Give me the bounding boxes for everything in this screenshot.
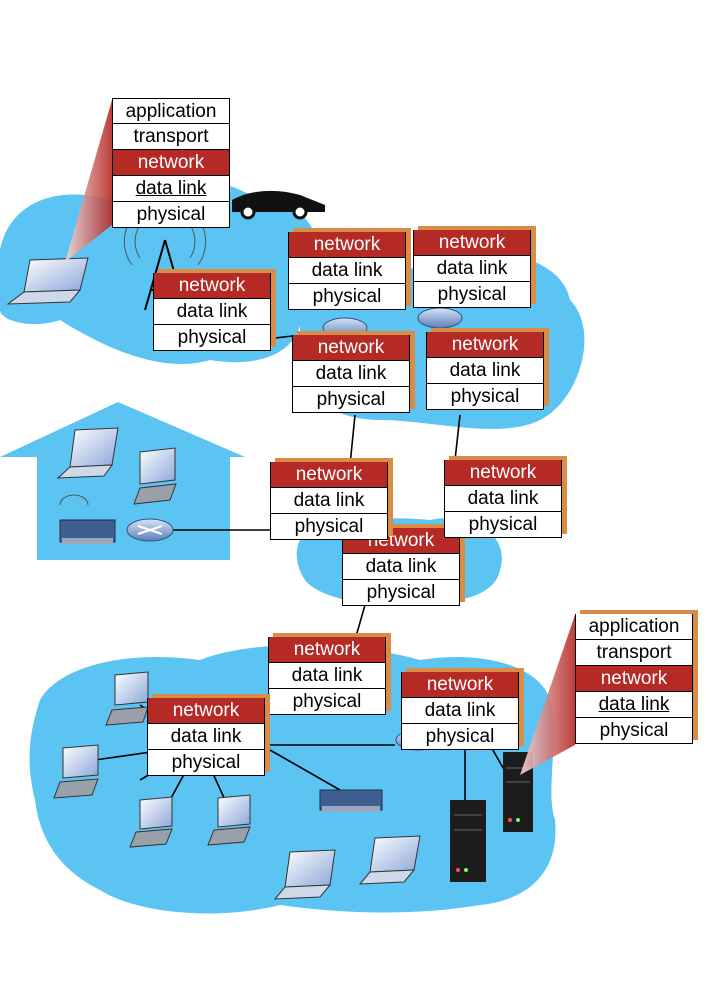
layer-network: network (288, 232, 406, 258)
router-stack-enterprise-right: network data link physical (401, 668, 524, 750)
layer-data-link: data link (112, 176, 230, 202)
laptop-icon (56, 427, 119, 479)
server-icon (450, 800, 486, 882)
layer-physical: physical (444, 512, 562, 538)
layer-network: network (413, 230, 531, 256)
desktop-icon (53, 744, 99, 799)
layer-network: network (147, 698, 265, 724)
laptop-icon (273, 849, 336, 900)
layer-data-link: data link (153, 299, 271, 325)
layer-physical: physical (270, 514, 388, 540)
layer-physical: physical (268, 689, 386, 715)
layer-physical: physical (342, 580, 460, 606)
router-stack-regional-right: network data link physical (444, 456, 567, 538)
layer-physical: physical (153, 325, 271, 351)
layer-network: network (575, 666, 693, 692)
layer-physical: physical (401, 724, 519, 750)
layer-network: network (268, 637, 386, 663)
layer-data-link: data link (401, 698, 519, 724)
desktop-icon (105, 671, 149, 726)
layer-network: network (292, 335, 410, 361)
layer-data-link: data link (268, 663, 386, 689)
router-icon (417, 307, 463, 329)
layer-network: network (426, 332, 544, 358)
layer-network: network (112, 150, 230, 176)
layer-physical: physical (147, 750, 265, 776)
router-stack-isp-4: network data link physical (426, 328, 549, 410)
desktop-icon (207, 794, 251, 846)
layer-data-link: data link (270, 488, 388, 514)
car-icon (232, 190, 325, 220)
wireless-router-icon (59, 494, 116, 544)
desktop-icon (129, 796, 173, 848)
layer-transport: transport (575, 640, 693, 666)
layer-data-link: data link (147, 724, 265, 750)
laptop-icon (358, 835, 421, 885)
layer-data-link: data link (342, 554, 460, 580)
wireless-router-icon (319, 789, 383, 812)
layer-data-link: data link (444, 486, 562, 512)
layer-network: network (153, 273, 271, 299)
router-stack-isp-2: network data link physical (413, 226, 536, 308)
laptop-protocol-stack: application transport network data link … (112, 98, 230, 228)
layer-application: application (112, 98, 230, 124)
layer-data-link: data link (426, 358, 544, 384)
router-stack-enterprise-left: network data link physical (147, 694, 270, 776)
layer-data-link: data link (413, 256, 531, 282)
layer-physical: physical (292, 387, 410, 413)
router-icon (126, 518, 174, 542)
home-network-house (0, 402, 245, 560)
router-stack-isp-1: network data link physical (288, 228, 411, 310)
layer-network: network (401, 672, 519, 698)
server-stack-callout-beam (520, 615, 575, 775)
host-stack-callout-beam (65, 100, 112, 262)
layer-data-link: data link (575, 692, 693, 718)
layer-physical: physical (575, 718, 693, 744)
layer-network: network (444, 460, 562, 486)
layer-physical: physical (413, 282, 531, 308)
laptop-icon (6, 257, 89, 305)
layer-application: application (575, 614, 693, 640)
desktop-icon (133, 447, 177, 505)
layer-transport: transport (112, 124, 230, 150)
layer-data-link: data link (292, 361, 410, 387)
router-stack-tower: network data link physical (153, 269, 276, 351)
layer-physical: physical (288, 284, 406, 310)
layer-physical: physical (112, 202, 230, 228)
server-protocol-stack: application transport network data link … (575, 610, 698, 744)
router-stack-enterprise-top: network data link physical (268, 633, 391, 715)
layer-physical: physical (426, 384, 544, 410)
router-stack-isp-3: network data link physical (292, 331, 415, 413)
router-stack-regional-left: network data link physical (270, 458, 393, 540)
layer-data-link: data link (288, 258, 406, 284)
layer-network: network (270, 462, 388, 488)
